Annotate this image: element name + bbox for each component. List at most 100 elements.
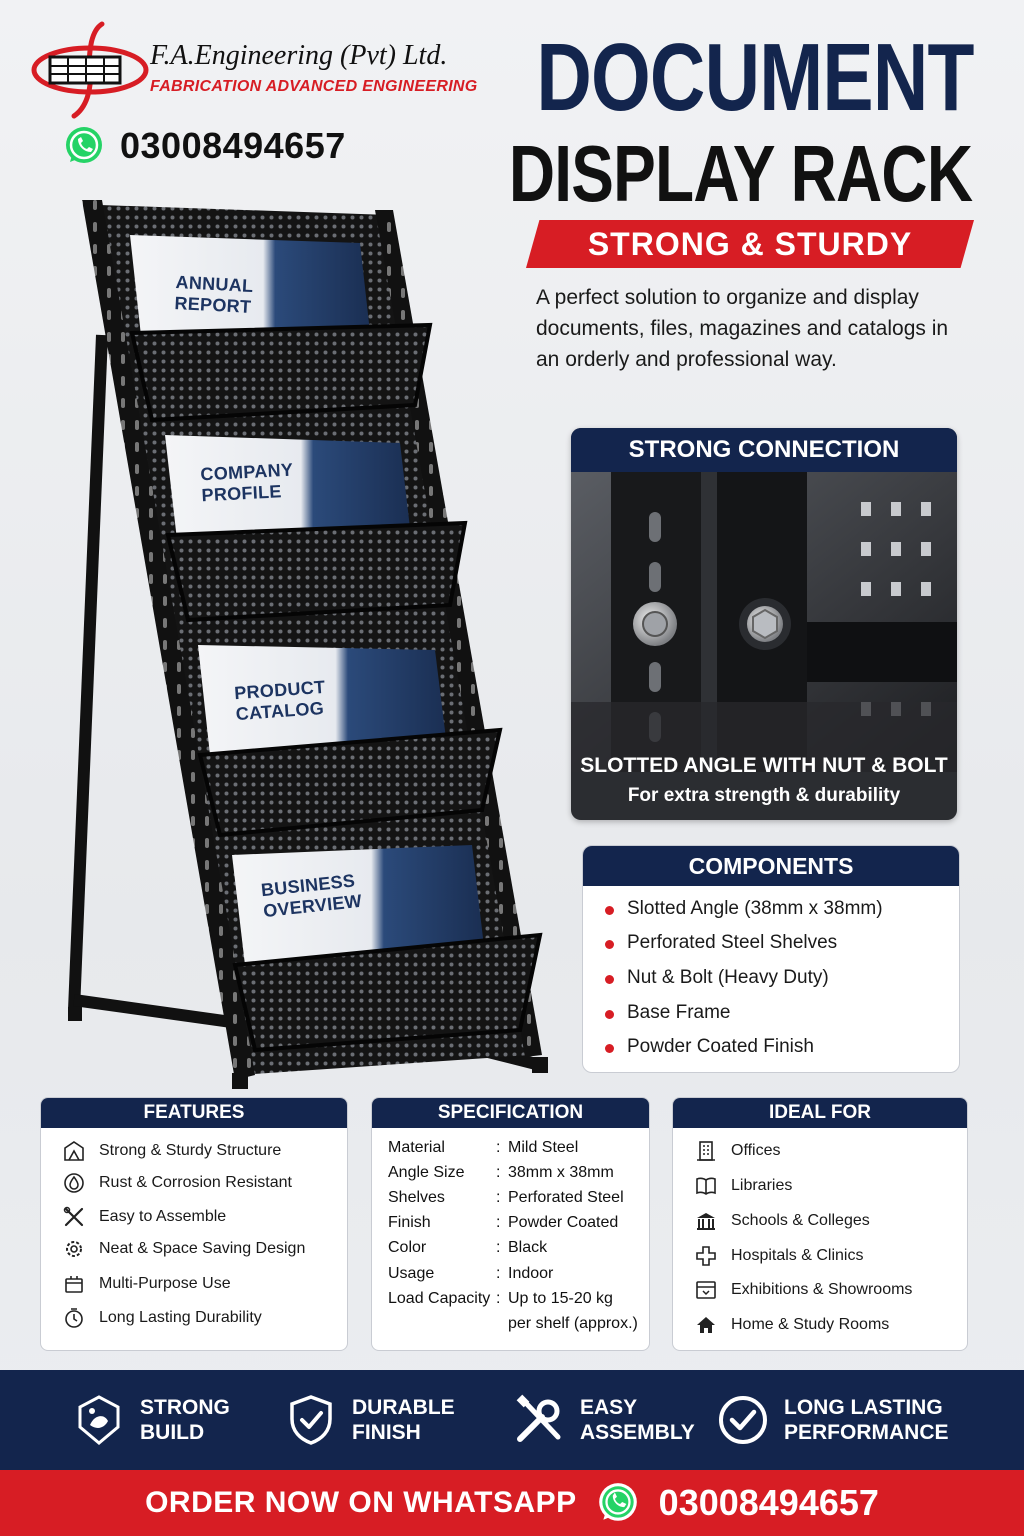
highlight-strong-build: STRONG BUILD [72, 1370, 230, 1470]
bullet-icon [605, 940, 614, 949]
component-item: Powder Coated Finish [627, 1036, 814, 1057]
component-item: Base Frame [627, 1002, 731, 1023]
spec-colon: : [496, 1164, 501, 1181]
rack-illustration [68, 200, 548, 1089]
spec-colon: : [496, 1290, 501, 1307]
shield-check-icon [290, 1395, 332, 1445]
ideal-for-item: Schools & Colleges [673, 1208, 967, 1234]
brochure-label-3: PRODUCT CATALOG [234, 677, 328, 725]
phone-contact[interactable]: 03008494657 [62, 124, 346, 168]
ideal-for-label: Schools & Colleges [731, 1212, 870, 1229]
spec-value: Perforated Steel [508, 1189, 624, 1206]
spec-key: Material [388, 1139, 445, 1156]
feature-label: Long Lasting Durability [99, 1309, 262, 1326]
highlight-long-lasting: LONG LASTING PERFORMANCE [716, 1370, 949, 1470]
strong-connection-card: STRONG CONNECTION [571, 428, 957, 820]
clock-icon [65, 1308, 83, 1328]
component-item: Perforated Steel Shelves [627, 932, 838, 953]
ideal-for-label: Hospitals & Clinics [731, 1247, 864, 1264]
shelf-1 [129, 322, 433, 423]
spec-key: Load Capacity [388, 1290, 491, 1307]
highlight-line1: STRONG [140, 1396, 230, 1419]
spec-value: Powder Coated [508, 1214, 619, 1231]
component-item: Slotted Angle (38mm x 38mm) [627, 898, 883, 919]
nut-bolt-closeup-image [571, 472, 957, 772]
ideal-for-label: Exhibitions & Showrooms [731, 1281, 913, 1298]
strong-sturdy-banner: STRONG & STURDY [526, 220, 974, 268]
highlight-line2: BUILD [140, 1421, 205, 1444]
bullet-icon [605, 906, 614, 915]
school-icon [697, 1213, 715, 1230]
highlight-easy-assembly: EASY ASSEMBLY [512, 1370, 695, 1470]
shelf-4 [232, 932, 543, 1053]
ideal-for-item: Libraries [673, 1173, 967, 1199]
spec-value: Mild Steel [508, 1139, 579, 1156]
cta-text: ORDER NOW ON WHATSAPP [145, 1486, 577, 1519]
ideal-for-title: IDEAL FOR [673, 1098, 967, 1128]
cta-phone: 03008494657 [658, 1482, 879, 1523]
spec-value: Black [508, 1239, 548, 1256]
medical-cross-icon [696, 1246, 716, 1266]
specification-card: SPECIFICATION Material : Mild Steel Angl… [371, 1097, 650, 1351]
ideal-for-item: Hospitals & Clinics [673, 1243, 967, 1269]
spec-colon: : [496, 1189, 501, 1206]
company-tagline: FABRICATION ADVANCED ENGINEERING [150, 78, 478, 95]
feature-label: Strong & Sturdy Structure [99, 1142, 282, 1159]
feature-item: Rust & Corrosion Resistant [41, 1170, 347, 1196]
feature-item: Neat & Space Saving Design [41, 1236, 347, 1262]
shelf-2 [165, 520, 468, 623]
bullet-icon [605, 1044, 614, 1053]
spec-key: Shelves [388, 1189, 445, 1206]
ideal-for-label: Libraries [731, 1177, 793, 1194]
ideal-for-label: Offices [731, 1142, 781, 1159]
headline-line-2: DISPLAY RACK [508, 129, 973, 218]
features-card: FEATURES Strong & Sturdy Structure Rust … [40, 1097, 348, 1351]
spec-colon: : [496, 1139, 501, 1156]
ideal-for-item: Home & Study Rooms [673, 1312, 967, 1338]
company-name: F.A.Engineering (Pvt) Ltd. [150, 40, 448, 71]
highlight-line2: PERFORMANCE [784, 1421, 949, 1444]
feature-item: Multi-Purpose Use [41, 1271, 347, 1297]
whatsapp-icon [66, 127, 102, 163]
spec-colon: : [496, 1265, 501, 1282]
brochure-label-2: COMPANY PROFILE [200, 460, 295, 507]
spec-value: Indoor [508, 1265, 554, 1282]
strong-build-icon [78, 1395, 120, 1445]
components-card: COMPONENTS Slotted Angle (38mm x 38mm) P… [582, 845, 960, 1073]
ideal-for-card: IDEAL FOR Offices Libraries Schools & Co… [672, 1097, 968, 1351]
spec-value: Up to 15-20 kg [508, 1290, 613, 1307]
spec-key: Angle Size [388, 1164, 465, 1181]
feature-label: Neat & Space Saving Design [99, 1240, 306, 1257]
ideal-for-item: Offices [673, 1138, 967, 1164]
feature-item: Easy to Assemble [41, 1204, 347, 1230]
brochure-product-catalog [198, 645, 448, 755]
spec-key: Finish [388, 1214, 431, 1231]
highlight-line1: EASY [580, 1396, 638, 1419]
spec-value: 38mm x 38mm [508, 1164, 614, 1181]
brochure-business-overview [232, 845, 485, 965]
home-icon [697, 1317, 715, 1333]
office-icon [697, 1141, 715, 1161]
strong-connection-title: STRONG CONNECTION [571, 428, 957, 472]
whatsapp-icon [598, 1483, 637, 1521]
ideal-for-label: Home & Study Rooms [731, 1316, 890, 1333]
highlight-line2: ASSEMBLY [580, 1421, 695, 1444]
feature-label: Multi-Purpose Use [99, 1275, 231, 1292]
headline-line-1: DOCUMENT [536, 24, 975, 131]
showroom-icon [696, 1281, 716, 1299]
connection-caption-main: SLOTTED ANGLE WITH NUT & BOLT [580, 754, 948, 777]
component-item: Nut & Bolt (Heavy Duty) [627, 967, 829, 988]
tools-icon [63, 1206, 84, 1227]
company-logo [31, 21, 149, 119]
components-title: COMPONENTS [583, 846, 959, 886]
order-cta-band[interactable]: ORDER NOW ON WHATSAPP 03008494657 [0, 1470, 1024, 1536]
spec-value-extra: per shelf (approx.) [508, 1315, 638, 1332]
wrench-screwdriver-icon [516, 1394, 561, 1442]
brochure-label-1-line2: REPORT [174, 292, 252, 317]
features-title: FEATURES [41, 1098, 347, 1128]
connection-caption-sub: For extra strength & durability [627, 785, 901, 806]
specification-title: SPECIFICATION [372, 1098, 649, 1128]
bullet-icon [605, 975, 614, 984]
gear-icon [66, 1241, 82, 1257]
feature-label: Rust & Corrosion Resistant [99, 1174, 292, 1191]
